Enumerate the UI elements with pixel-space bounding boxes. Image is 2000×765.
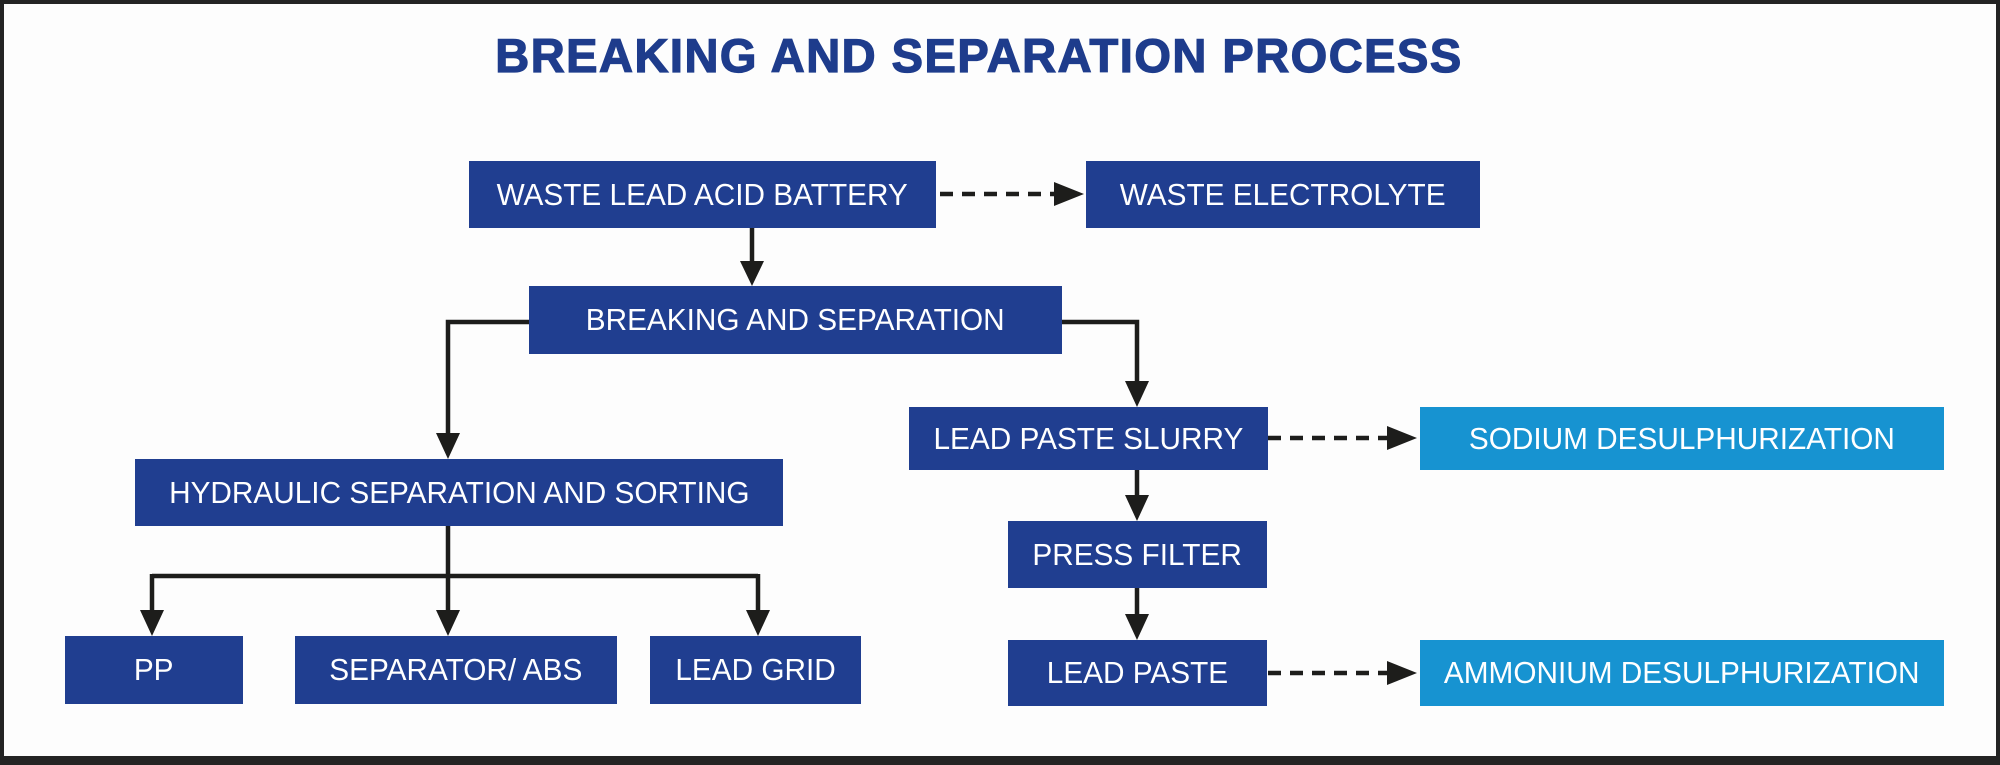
node-label: SODIUM DESULPHURIZATION — [1468, 420, 1896, 456]
node-ammonium-desulphurization: AMMONIUM DESULPHURIZATION — [1420, 640, 1944, 706]
node-label: LEAD GRID — [675, 652, 836, 687]
edge-battery-to-electrolyte — [940, 182, 1084, 206]
node-label: AMMONIUM DESULPHURIZATION — [1444, 655, 1920, 690]
node-label: LEAD PASTE — [1046, 655, 1229, 690]
edge-breaking-to-slurry — [1062, 319, 1149, 407]
node-label: WASTE ELECTROLYTE — [1120, 176, 1446, 212]
node-label: PP — [134, 652, 174, 687]
node-press-filter: PRESS FILTER — [1008, 521, 1267, 588]
node-pp: PP — [65, 636, 243, 704]
node-label: PRESS FILTER — [1032, 536, 1243, 572]
node-label: LEAD PASTE SLURRY — [933, 420, 1244, 456]
node-breaking-and-separation: BREAKING AND SEPARATION — [529, 286, 1062, 354]
node-waste-lead-acid-battery: WASTE LEAD ACID BATTERY — [469, 161, 936, 228]
node-lead-paste: LEAD PASTE — [1008, 640, 1267, 706]
node-label: HYDRAULIC SEPARATION AND SORTING — [168, 474, 750, 510]
edge-slurry-to-press — [1125, 470, 1149, 521]
node-separator-abs: SEPARATOR/ ABS — [295, 636, 617, 704]
node-waste-electrolyte: WASTE ELECTROLYTE — [1086, 161, 1480, 228]
edge-leadpaste-to-ammonium — [1268, 661, 1417, 685]
node-label: BREAKING AND SEPARATION — [586, 302, 1005, 337]
edge-breaking-to-hydraulic — [436, 319, 529, 459]
edge-battery-to-breaking — [740, 228, 764, 286]
node-label: WASTE LEAD ACID BATTERY — [496, 176, 909, 212]
node-hydraulic-separation-and-sorting: HYDRAULIC SEPARATION AND SORTING — [135, 459, 783, 526]
edge-hydraulic-fanout — [140, 526, 770, 636]
edge-slurry-to-sodium — [1268, 426, 1417, 450]
node-lead-paste-slurry: LEAD PASTE SLURRY — [909, 407, 1268, 470]
edge-press-to-leadpaste — [1125, 588, 1149, 640]
node-label: SEPARATOR/ ABS — [329, 652, 583, 687]
node-sodium-desulphurization: SODIUM DESULPHURIZATION — [1420, 407, 1944, 470]
node-lead-grid: LEAD GRID — [650, 636, 861, 704]
diagram-title: BREAKING AND SEPARATION PROCESS — [495, 28, 1463, 82]
